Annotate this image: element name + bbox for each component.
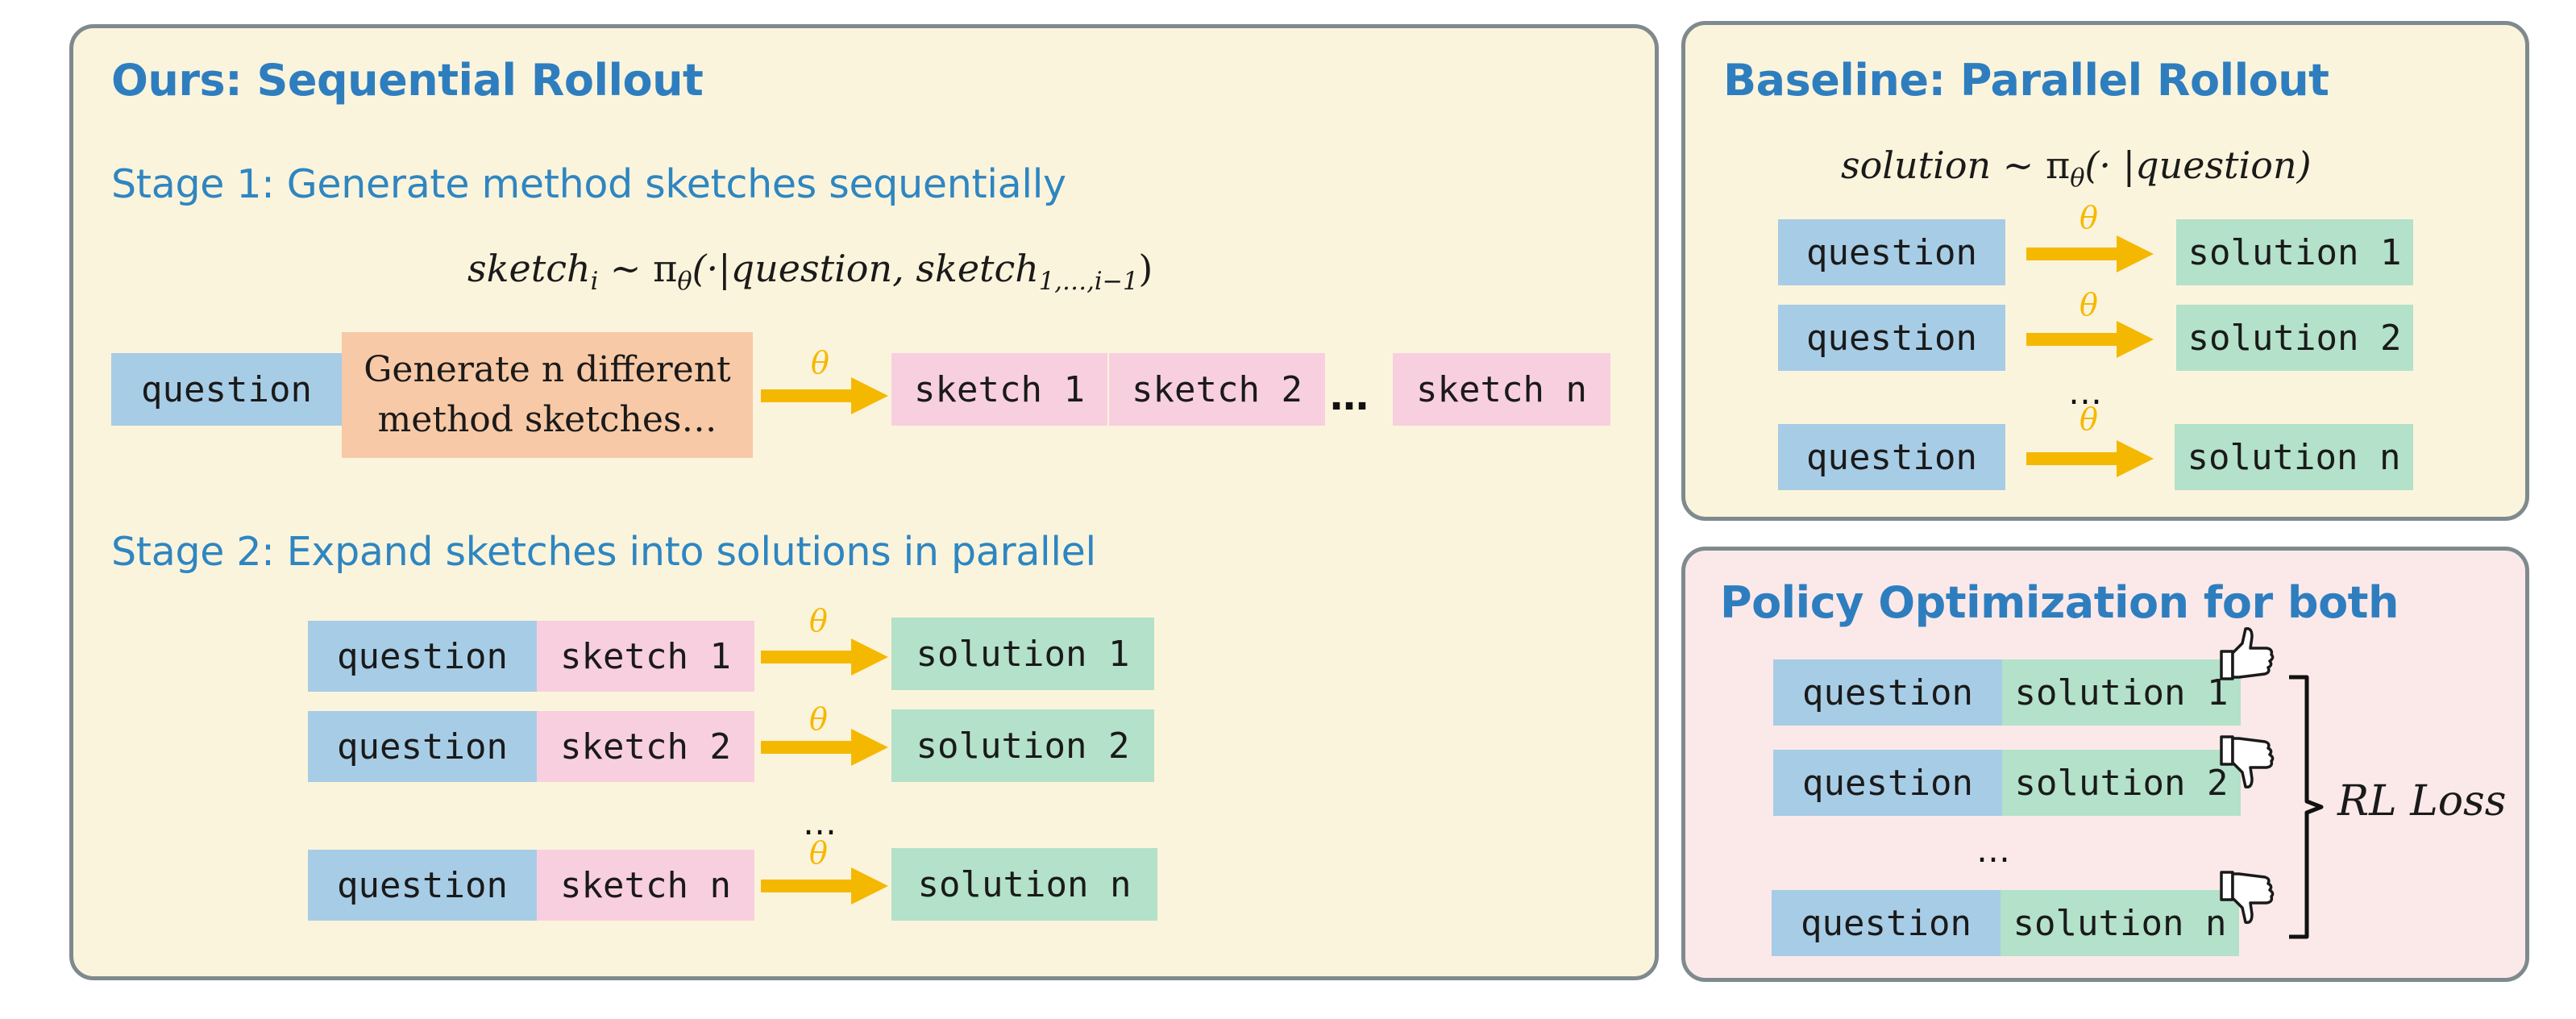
- baseline-row2-solution: solution 2: [2176, 305, 2413, 371]
- stage2-row1-solution: solution 1: [891, 618, 1154, 690]
- stage2-row2-question: question: [308, 711, 537, 782]
- stage2-row2-solution: solution 2: [891, 709, 1154, 782]
- stage1-label: Stage 1: Generate method sketches sequen…: [111, 161, 1066, 207]
- stage2-row2-sketch: sketch 2: [537, 711, 754, 782]
- baseline-row1-theta: θ: [2079, 200, 2098, 235]
- stage2-row3-sketch: sketch n: [537, 850, 754, 921]
- stage2-row2-arrow: [761, 729, 888, 766]
- policy-row3-question: question: [1772, 890, 2001, 956]
- stage1-theta-label: θ: [811, 345, 829, 381]
- sketch-2-box: sketch 2: [1109, 353, 1325, 426]
- baseline-row1-question: question: [1778, 219, 2005, 285]
- stage2-row1-sketch: sketch 1: [537, 621, 754, 692]
- policy-optimization-title: Policy Optimization for both: [1720, 577, 2399, 628]
- sketch-n-box: sketch n: [1393, 353, 1610, 426]
- stage2-row1-theta: θ: [809, 603, 828, 638]
- policy-row1-question: question: [1773, 659, 2002, 726]
- sequential-rollout-panel: [69, 24, 1659, 980]
- stage2-label: Stage 2: Expand sketches into solutions …: [111, 529, 1096, 575]
- stage2-row1-arrow: [761, 638, 888, 676]
- stage2-row3-question: question: [308, 850, 537, 921]
- baseline-ellipsis: …: [2068, 372, 2104, 412]
- parallel-rollout-title: Baseline: Parallel Rollout: [1723, 55, 2329, 106]
- stage1-formula: sketchi ~ πθ(·|question, sketch1,…,i−1): [467, 247, 1153, 297]
- stage1-question-box: question: [111, 353, 342, 426]
- sketch-ellipsis: …: [1330, 374, 1370, 419]
- baseline-row3-theta: θ: [2079, 401, 2098, 437]
- stage2-row3-solution: solution n: [891, 848, 1157, 921]
- baseline-row1-solution: solution 1: [2176, 219, 2413, 285]
- baseline-row2-theta: θ: [2079, 287, 2098, 322]
- rl-loss-brace: [2289, 675, 2324, 939]
- policy-ellipsis: …: [1976, 830, 2012, 870]
- baseline-row3-solution: solution n: [2175, 424, 2413, 490]
- policy-row3-solution: solution n: [2001, 890, 2239, 956]
- policy-row2-question: question: [1773, 750, 2002, 816]
- thumbs-down-icon: [2220, 871, 2275, 925]
- stage2-row3-theta: θ: [809, 835, 828, 871]
- policy-row2-solution: solution 2: [2002, 750, 2241, 816]
- stage2-row1-question: question: [308, 621, 537, 692]
- policy-row1-solution: solution 1: [2002, 659, 2241, 726]
- stage1-arrow: [761, 377, 888, 414]
- baseline-row2-question: question: [1778, 305, 2005, 371]
- baseline-formula: solution ~ πθ(· |question): [1841, 143, 2312, 193]
- thumbs-up-icon: [2220, 626, 2275, 680]
- sequential-rollout-title: Ours: Sequential Rollout: [111, 55, 704, 106]
- baseline-row3-arrow: [2026, 440, 2154, 477]
- baseline-row1-arrow: [2026, 235, 2154, 272]
- sketch-1-box: sketch 1: [891, 353, 1107, 426]
- generate-sketches-box: Generate n different method sketches…: [342, 332, 753, 458]
- rl-loss-label: RL Loss: [2337, 777, 2507, 826]
- baseline-row3-question: question: [1778, 424, 2005, 490]
- stage2-rows-ellipsis: …: [803, 803, 838, 842]
- thumbs-down-icon: [2220, 735, 2275, 789]
- stage2-row3-arrow: [761, 867, 888, 905]
- stage2-row2-theta: θ: [809, 701, 828, 737]
- baseline-row2-arrow: [2026, 321, 2154, 358]
